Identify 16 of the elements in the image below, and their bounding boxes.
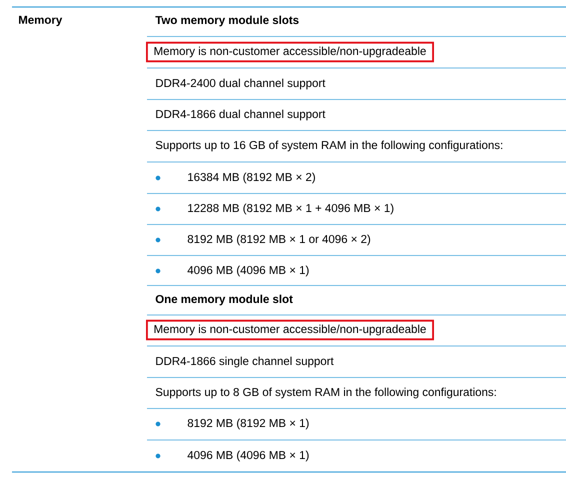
list-item-text: 16384 MB (8192 MB × 2) [188, 172, 315, 184]
spec-text: Supports up to 16 GB of system RAM in the following configurations: [156, 140, 502, 152]
row-label: Memory [19, 16, 62, 26]
highlight-box: Memory is non-customer accessible/non-upgradeable [146, 42, 434, 62]
list-item-text: 8192 MB (8192 MB × 1) [188, 418, 309, 430]
list-item-text: 12288 MB (8192 MB × 1 + 4096 MB × 1) [188, 204, 394, 214]
list-item-text: 8192 MB (8192 MB × 1 or 4096 × 2) [188, 234, 370, 246]
section-heading: Two memory module slots [155, 16, 299, 26]
list-item-text: 4096 MB (4096 MB × 1) [188, 450, 309, 462]
section-heading: One memory module slot [156, 294, 293, 306]
highlight-box: Memory is non-customer accessible/non-upgradeable [146, 320, 434, 340]
spec-text: DDR4-1866 dual channel support [156, 110, 326, 120]
spec-text: DDR4-2400 dual channel support [156, 78, 326, 90]
spec-text: DDR4-1866 single channel support [156, 356, 334, 368]
spec-text: Supports up to 8 GB of system RAM in the following configurations: [156, 388, 496, 398]
list-item-text: 4096 MB (4096 MB × 1) [188, 266, 309, 276]
